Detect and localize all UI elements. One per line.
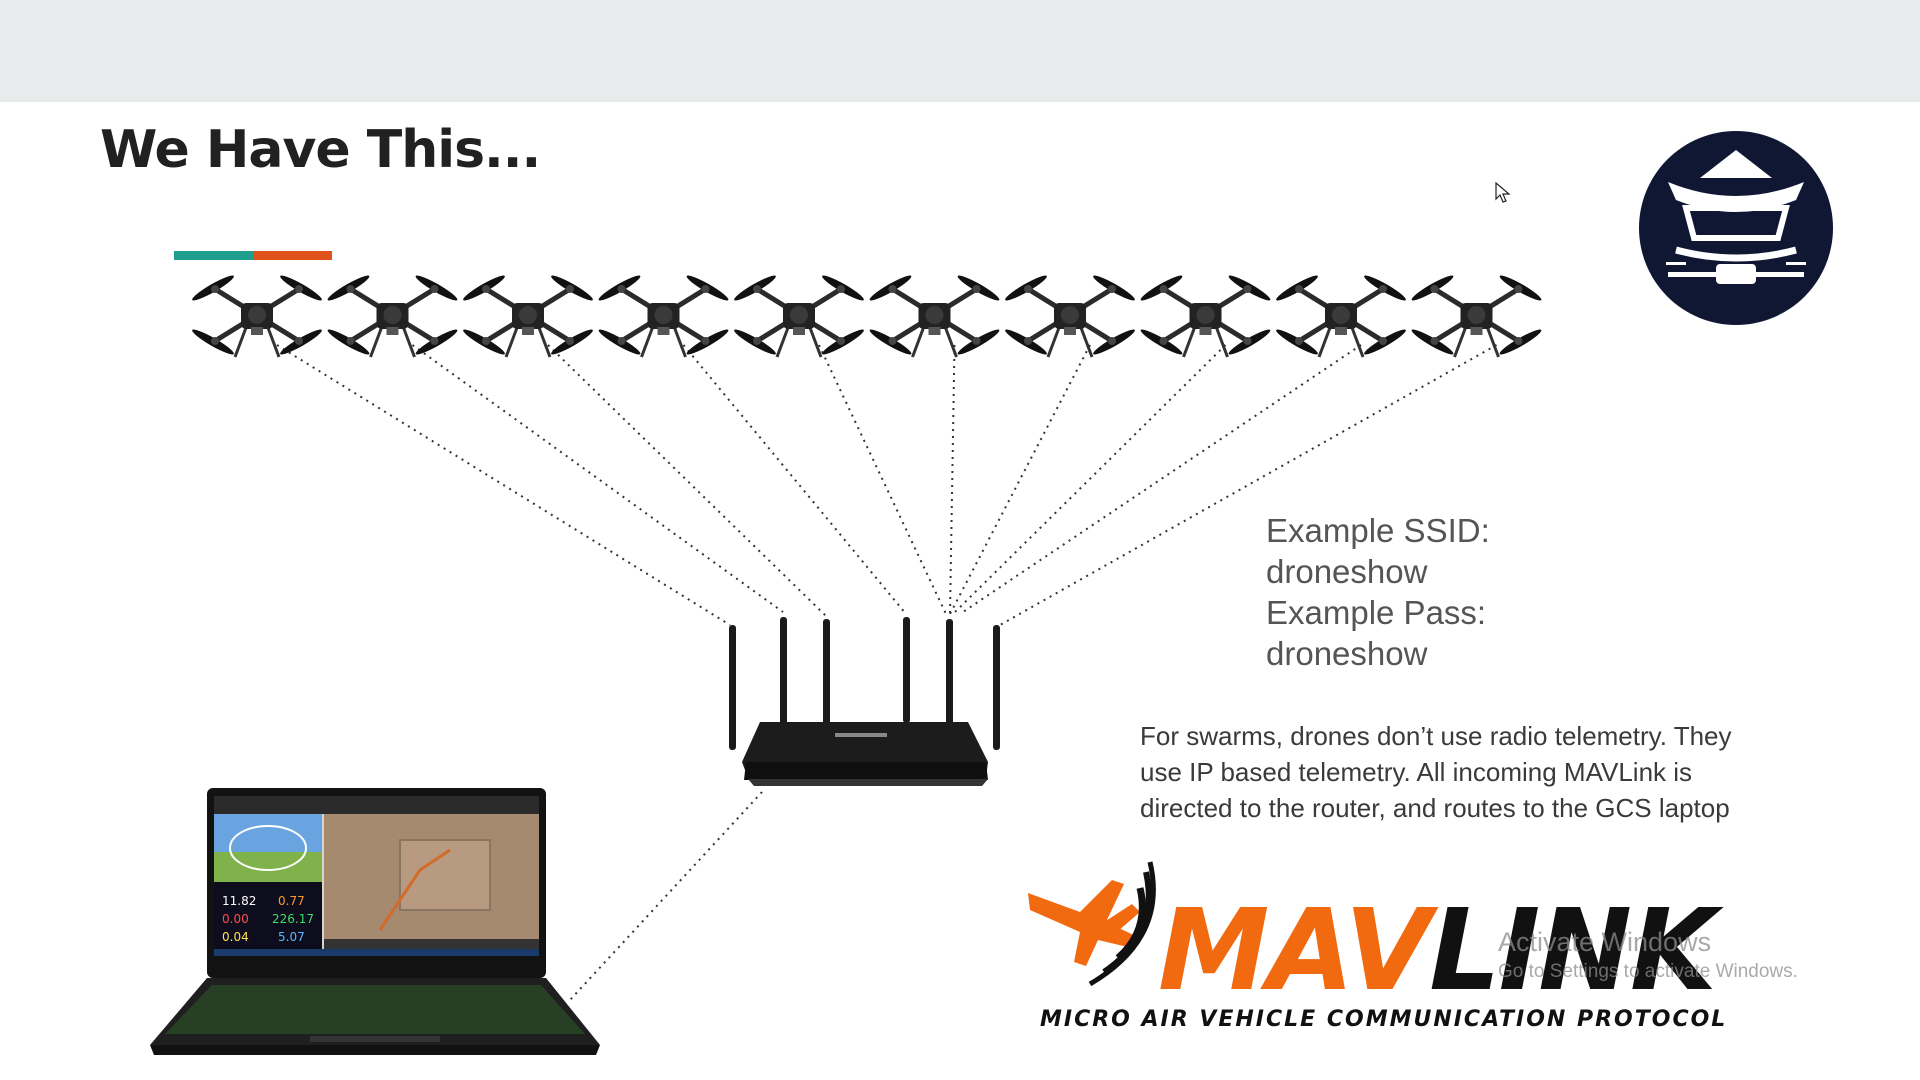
mavlink-subtitle: MICRO AIR VEHICLE COMMUNICATION PROTOCOL (1040, 1007, 1728, 1032)
drone-swarm (190, 273, 1543, 358)
wifi-router-icon (729, 617, 1000, 786)
telemetry-links (276, 344, 1497, 1001)
gcs-laptop-icon (150, 788, 600, 1055)
readout-4: 0.04 (222, 930, 249, 944)
watermark-line-1: Activate Windows (1498, 927, 1712, 957)
telemetry-link (411, 344, 784, 613)
readout-2: 0.00 (222, 912, 249, 926)
telemetry-link (276, 344, 731, 626)
quadcopter-icon (1274, 273, 1408, 358)
telemetry-link (682, 344, 907, 615)
mavlink-word-orange: MAV (1158, 886, 1431, 1016)
slide-title: We Have This... (100, 120, 541, 180)
title-accent-teal (174, 251, 254, 260)
quadcopter-icon (326, 273, 460, 358)
ssid-value: droneshow (1266, 553, 1428, 590)
telemetry-link (949, 344, 1091, 615)
title-accent-orange (254, 251, 332, 260)
quadcopter-icon (1003, 273, 1137, 358)
quadcopter-icon (1410, 273, 1544, 358)
readout-1: 0.77 (278, 894, 305, 908)
readout-5: 5.07 (278, 930, 305, 944)
quadcopter-icon (597, 273, 731, 358)
mavlink-plane-icon (1028, 861, 1156, 987)
quadcopter-icon (1139, 273, 1273, 358)
mouse-cursor-icon (1495, 182, 1511, 203)
telemetry-link (952, 344, 1227, 615)
quadcopter-icon (461, 273, 595, 358)
laptop-readouts: 11.82 0.77 0.00 226.17 0.04 5.07 (222, 894, 314, 944)
ssid-label: Example SSID: (1266, 512, 1490, 549)
telemetry-link (818, 344, 947, 615)
telemetry-description: For swarms, drones don’t use radio telem… (1140, 721, 1732, 823)
readout-3: 226.17 (272, 912, 314, 926)
readout-0: 11.82 (222, 894, 256, 908)
mavlink-wordmark: MAVLINK (1158, 895, 1717, 1007)
pagoda-drone-logo-icon (1639, 131, 1833, 325)
browser-top-bar (0, 0, 1920, 102)
quadcopter-icon (868, 273, 1002, 358)
router-laptop-link (569, 791, 763, 1001)
ssid-info: Example SSID: droneshow Example Pass: dr… (1266, 510, 1490, 674)
telemetry-link (949, 344, 956, 615)
mavlink-word-black: LINK (1429, 886, 1717, 1016)
watermark-line-2: Go to Settings to activate Windows. (1498, 961, 1798, 982)
pass-value: droneshow (1266, 635, 1428, 672)
telemetry-link (547, 344, 827, 617)
quadcopter-icon (732, 273, 866, 358)
pass-label: Example Pass: (1266, 594, 1487, 631)
quadcopter-icon (190, 273, 324, 358)
activate-windows-watermark: Activate Windows Go to Settings to activ… (1498, 925, 1798, 985)
